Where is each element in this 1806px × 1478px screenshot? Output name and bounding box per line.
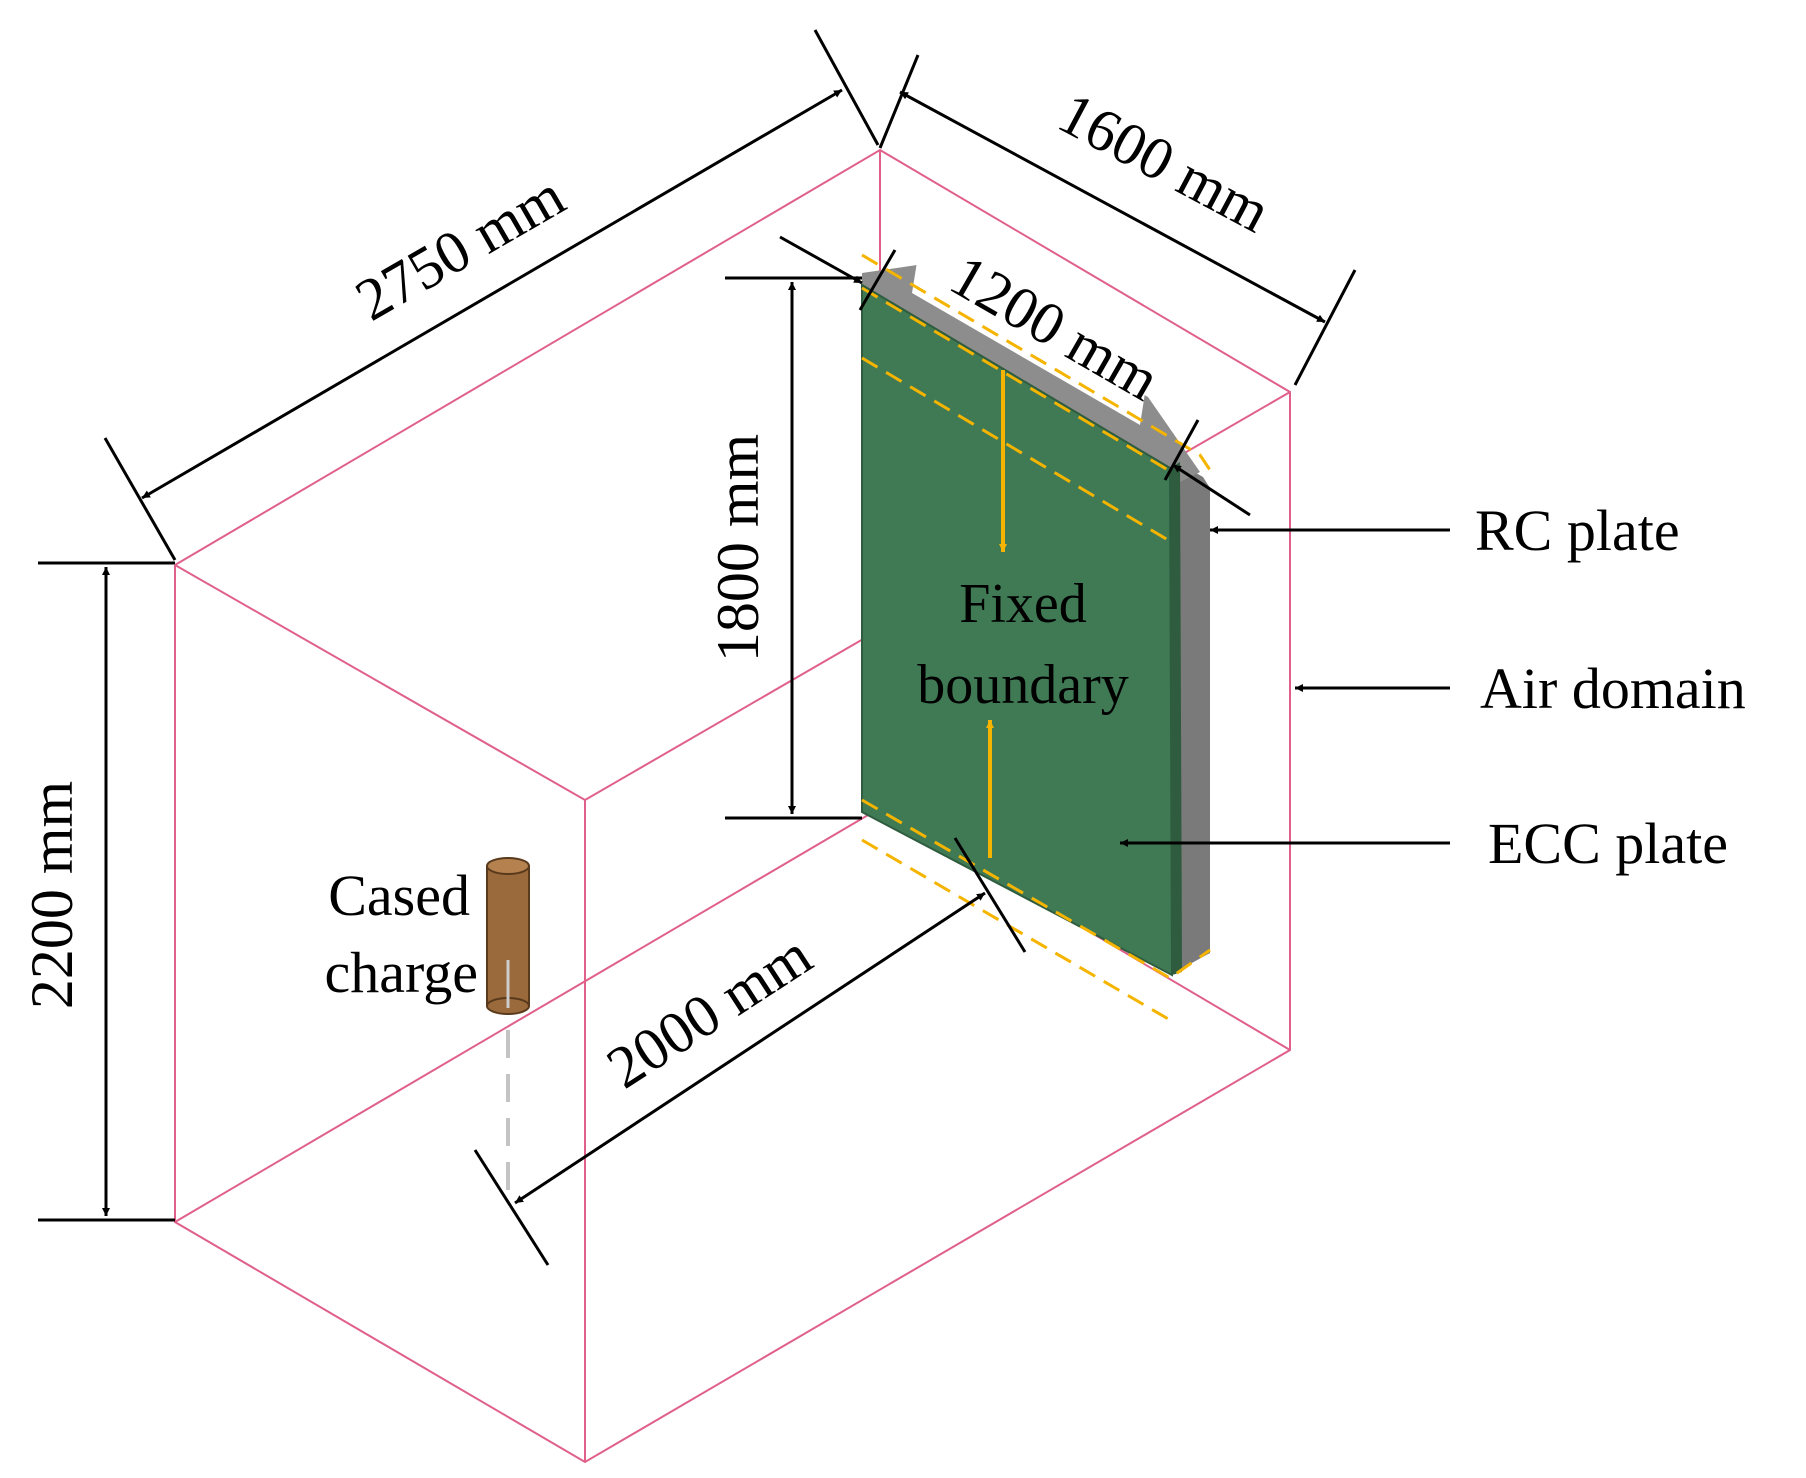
plate-height-dimension-label: 1800 mm	[705, 434, 771, 662]
air-domain-label: Air domain	[1480, 656, 1746, 721]
height-dimension-label: 2200 mm	[19, 781, 85, 1009]
dim-2200	[38, 561, 175, 1222]
dim-1200	[779, 235, 1251, 517]
length-dimension-label: 2750 mm	[345, 162, 576, 333]
rc-plate-label: RC plate	[1475, 498, 1680, 563]
ecc-plate-label: ECC plate	[1488, 811, 1728, 876]
width-dimension-label: 1600 mm	[1048, 80, 1281, 245]
fixed-boundary-label-line1: Fixed	[959, 573, 1087, 635]
dim-2000	[473, 837, 1027, 1266]
fixed-boundary-label-line2: boundary	[917, 654, 1129, 716]
dim-1600	[878, 54, 1357, 386]
ecc-plate	[861, 283, 1182, 977]
cased-charge	[486, 857, 530, 1015]
dim-2750	[103, 29, 880, 561]
charge-label-line2: charge	[325, 940, 479, 1005]
charge-label-line1: Cased	[328, 863, 470, 928]
dim-1800	[725, 276, 862, 820]
